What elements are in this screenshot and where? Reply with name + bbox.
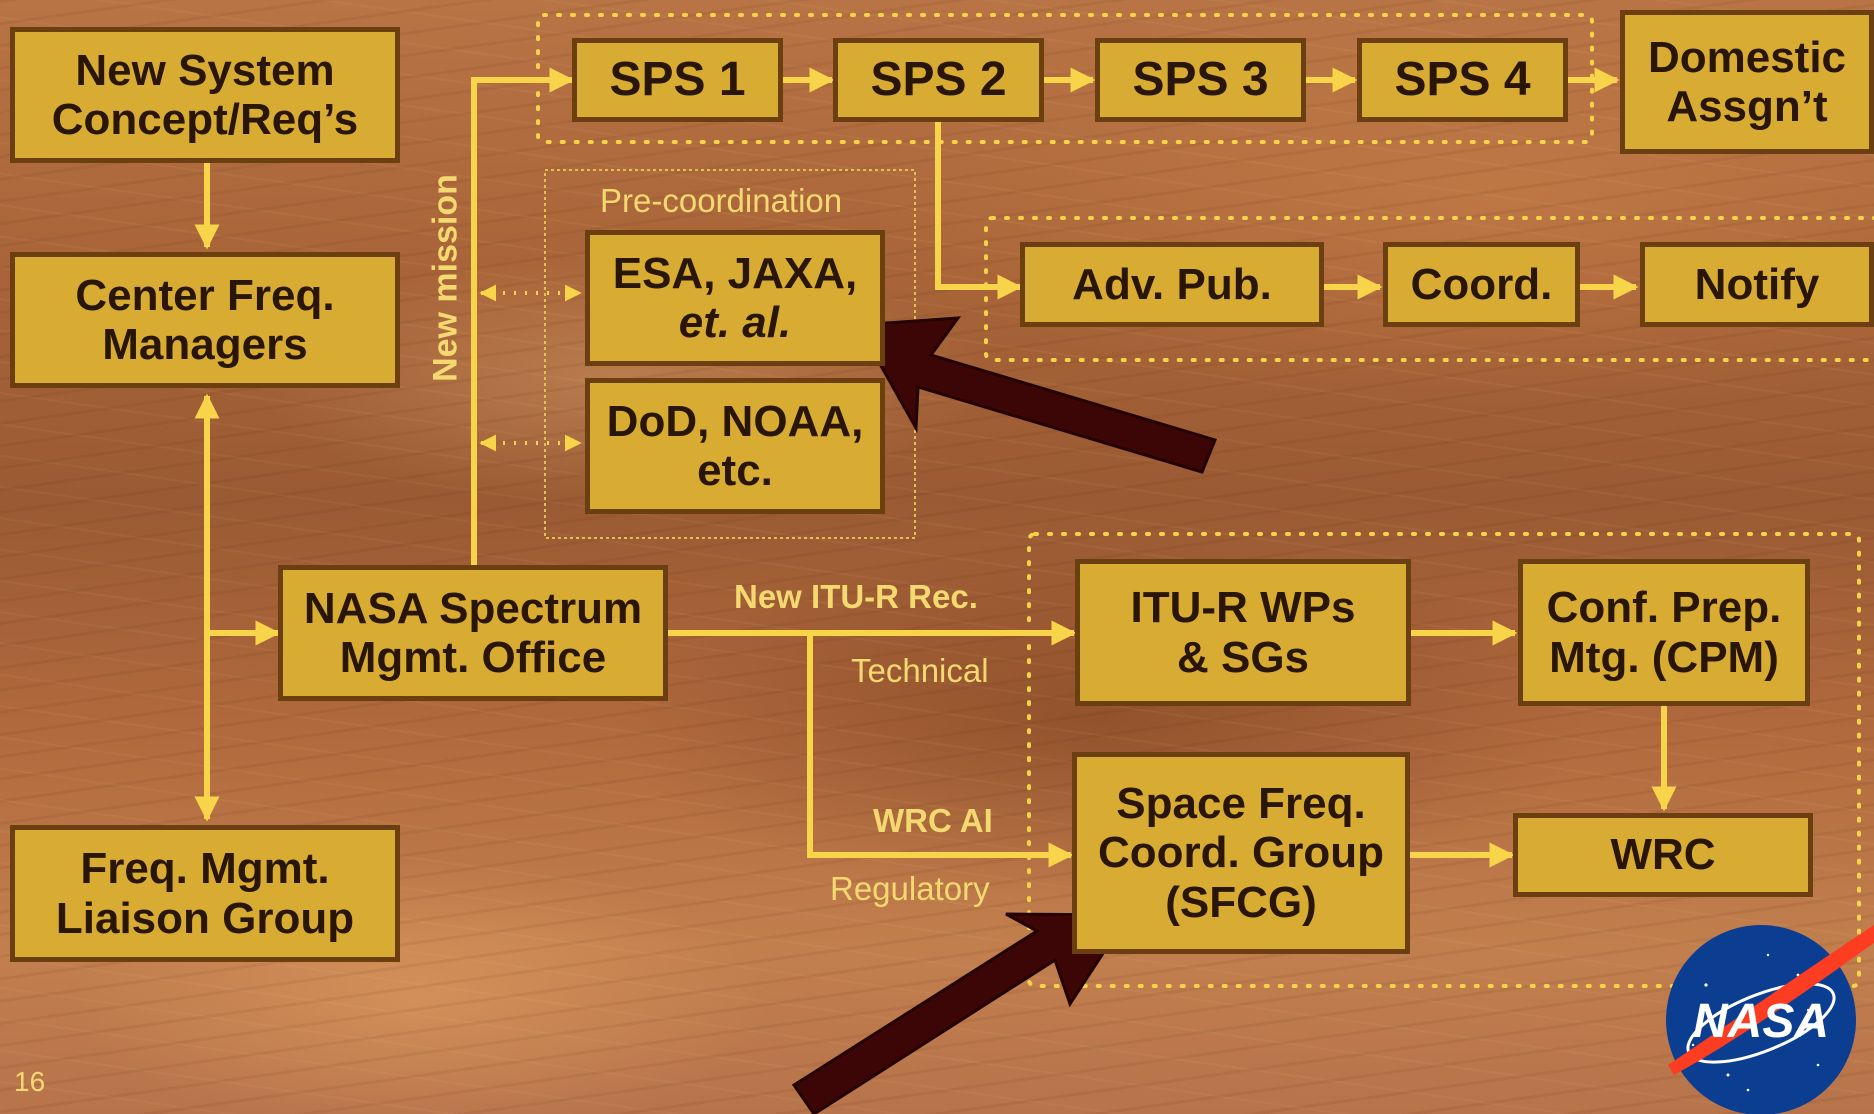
box-label: (SFCG) (1165, 877, 1317, 927)
box-label: Domestic (1647, 32, 1847, 82)
arrow-to-sfcg (807, 633, 1074, 868)
box-label: ESA, JAXA, (612, 248, 858, 298)
box-label: Liaison Group (55, 893, 355, 943)
box-label: Mgmt. Office (339, 633, 607, 682)
wrc-ai-label: WRC AI (873, 802, 993, 839)
box-label: DoD, NOAA, (606, 396, 864, 446)
box-label: Managers (102, 320, 308, 369)
box-label: SPS 2 (870, 53, 1007, 107)
adv-pub-box: Adv. Pub. (1020, 242, 1324, 327)
highlight-arrow-sfcg (791, 912, 1131, 1114)
sps1-box: SPS 1 (572, 38, 783, 122)
box-label: Space Freq. (1116, 779, 1366, 829)
box-label: et. al. (678, 298, 792, 347)
sps4-box: SPS 4 (1357, 38, 1568, 122)
box-label: Adv. Pub. (1072, 259, 1272, 309)
freq-mgmt-liaison-box: Freq. Mgmt.Liaison Group (10, 825, 400, 962)
box-label: SPS 3 (1132, 53, 1269, 107)
dod-noaa-box: DoD, NOAA,etc. (585, 378, 885, 514)
esa-jaxa-box: ESA, JAXA,et. al. (585, 230, 885, 366)
regulatory-label: Regulatory (830, 870, 990, 907)
box-label: Mtg. (CPM) (1549, 632, 1779, 682)
cpm-box: Conf. Prep.Mtg. (CPM) (1518, 559, 1810, 706)
nasa-logo-icon: NASA (1666, 925, 1874, 1114)
box-label: WRC (1610, 830, 1716, 880)
box-label: SPS 4 (1394, 53, 1531, 107)
box-label: SPS 1 (609, 53, 746, 107)
highlight-arrow-esa (855, 316, 1218, 474)
box-label: ITU-R WPs (1130, 583, 1356, 633)
box-label: & SGs (1176, 632, 1310, 682)
box-label: Concept/Req’s (51, 95, 359, 144)
precoordination-links (479, 284, 582, 452)
pre-coordination-label: Pre-coordination (600, 182, 843, 219)
new-itu-rec-label: New ITU-R Rec. (734, 578, 978, 615)
arrow-sps2-advpub (935, 120, 1023, 300)
nasa-logo-text: NASA (1693, 995, 1829, 1048)
new-mission-line (471, 67, 575, 565)
flow-connectors (194, 67, 1677, 868)
box-label: Coord. (1410, 259, 1553, 309)
sps2-box: SPS 2 (833, 38, 1044, 122)
notify-box: Notify (1640, 242, 1874, 327)
box-label: etc. (697, 446, 773, 495)
box-label: NASA Spectrum (303, 583, 643, 633)
itu-wps-box: ITU-R WPs& SGs (1075, 559, 1411, 706)
technical-label: Technical (851, 652, 989, 689)
new-mission-label: New mission (426, 174, 465, 382)
itu-process-frame (1027, 532, 1861, 988)
sfcg-box: Space Freq.Coord. Group(SFCG) (1072, 752, 1410, 954)
box-label: Freq. Mgmt. (80, 844, 330, 894)
box-label: New System (75, 45, 335, 95)
box-label: Notify (1694, 259, 1820, 309)
box-label: Coord. Group (1098, 828, 1384, 878)
box-label: Conf. Prep. (1546, 583, 1782, 633)
wrc-box: WRC (1513, 813, 1813, 897)
center-freq-managers-box: Center Freq.Managers (10, 252, 400, 388)
box-label: Assgn’t (1666, 82, 1828, 131)
box-label: Center Freq. (75, 270, 335, 320)
sps3-box: SPS 3 (1095, 38, 1306, 122)
slide-number: 16 (14, 1066, 46, 1097)
coord-box: Coord. (1383, 242, 1580, 327)
